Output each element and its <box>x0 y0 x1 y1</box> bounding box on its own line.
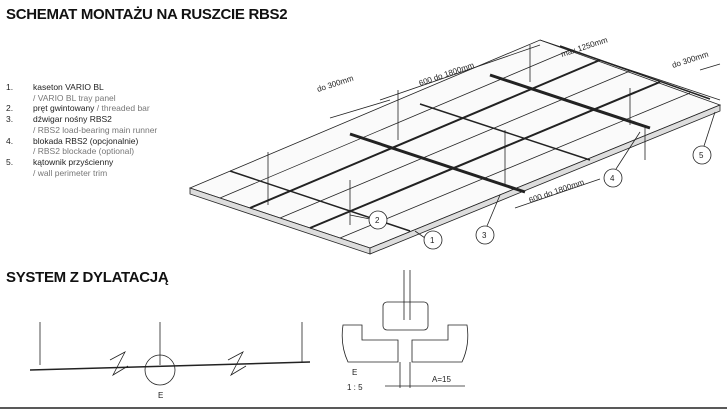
legend-en: / threaded bar <box>96 103 150 114</box>
legend-pl: blokada RBS2 (opcjonalnie) <box>33 135 139 146</box>
legend-num: 5. <box>6 156 14 167</box>
legend-num: 3. <box>6 114 14 125</box>
detail-gap: A=15 <box>432 375 451 384</box>
dim-edge2: do 300mm <box>671 50 710 70</box>
callout-3: 3 <box>482 231 487 240</box>
legend-pl: kaseton VARIO BL <box>33 82 104 92</box>
callout-1: 1 <box>430 236 435 245</box>
legend-pl: pręt gwintowany <box>33 103 95 114</box>
detail-scale: 1 : 5 <box>347 383 363 392</box>
legend-en: / VARIO BL tray panel <box>33 92 116 103</box>
legend-en: / RBS2 blockade (optional) <box>33 146 135 157</box>
legend-num: 1. <box>6 82 14 92</box>
ceiling-grid-3d <box>188 39 722 255</box>
legend-pl: kątownik przyścienny <box>33 156 114 167</box>
callouts: 1 2 3 4 5 <box>349 111 716 250</box>
callout-2: 2 <box>375 216 380 225</box>
legend-en: / wall perimeter trim <box>33 167 108 178</box>
detail-label: E <box>352 368 357 377</box>
title-expansion-system: SYSTEM Z DYLATACJĄ <box>6 269 169 286</box>
legend-en: / RBS2 load-bearing main runner <box>33 124 158 135</box>
dim-edge1: do 300mm <box>316 74 355 94</box>
expansion-section: E <box>29 322 311 400</box>
callout-5: 5 <box>699 151 704 160</box>
detail-e: E 1 : 5 A=15 <box>341 270 469 392</box>
legend-num: 4. <box>6 135 14 146</box>
detail-ref: E <box>158 391 163 400</box>
legend-pl: dźwigar nośny RBS2 <box>33 114 112 125</box>
callout-4: 4 <box>610 174 615 183</box>
title-mounting-scheme: SCHEMAT MONTAŻU NA RUSZCIE RBS2 <box>6 6 288 23</box>
legend: 1. kaseton VARIO BL / VARIO BL tray panel… <box>6 82 157 178</box>
legend-num: 2. <box>6 103 14 114</box>
